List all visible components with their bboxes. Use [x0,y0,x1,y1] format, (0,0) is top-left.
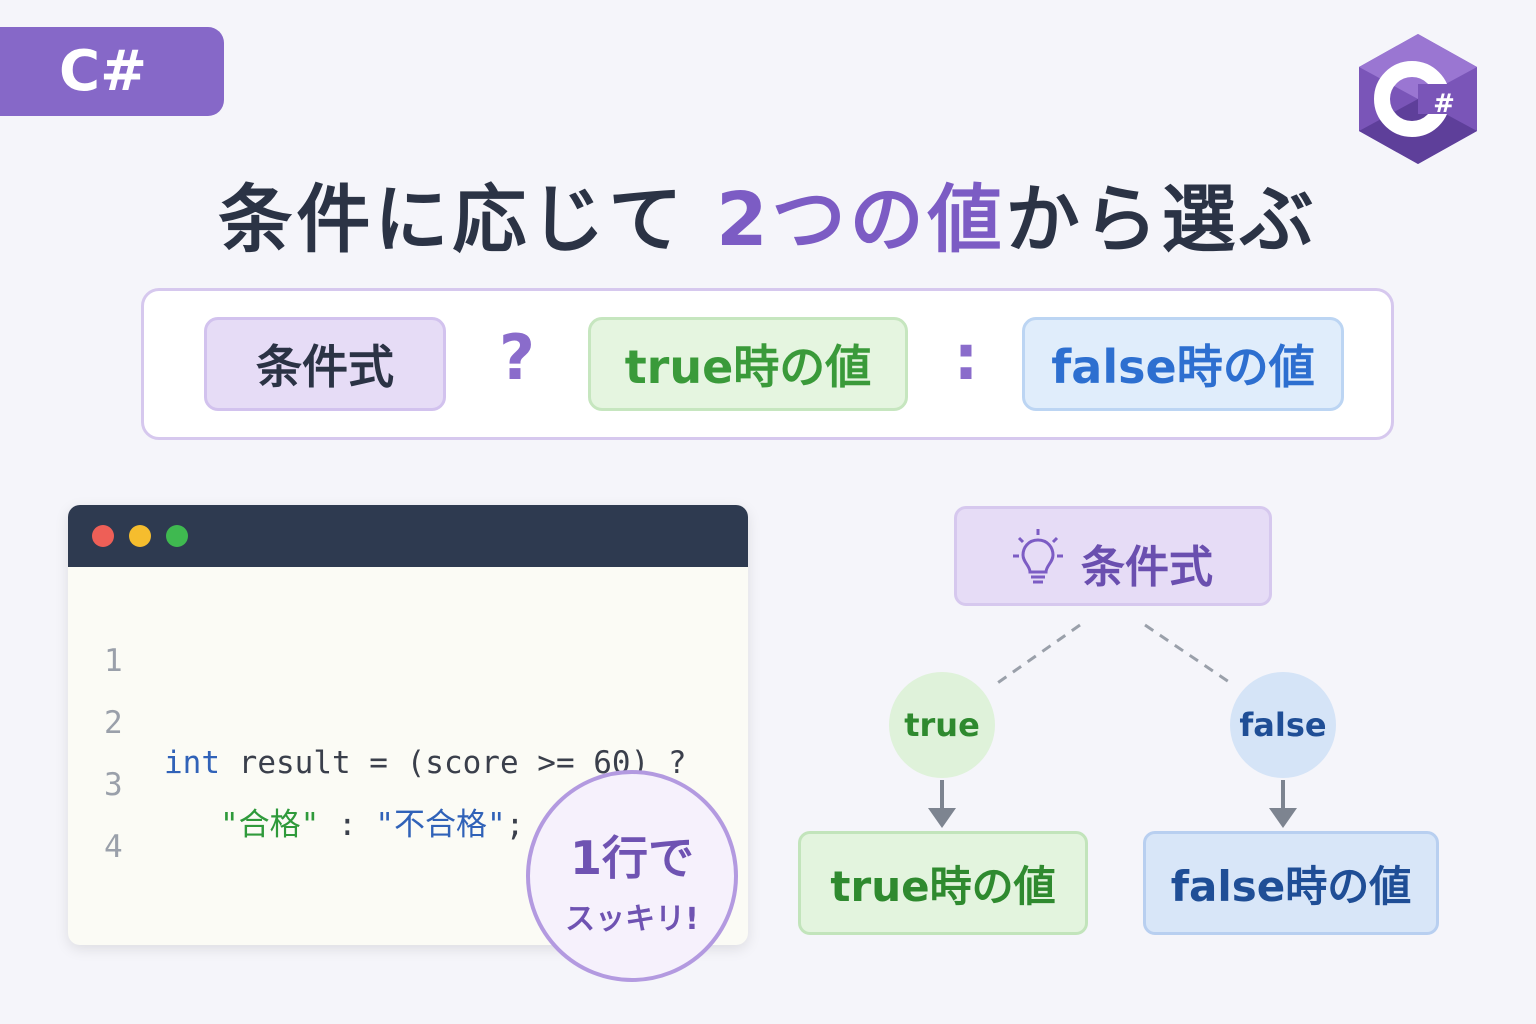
syntax-condition: 条件式 [204,317,446,411]
window-titlebar [68,505,748,567]
syntax-true-value: true時の値 [588,317,908,411]
code-string-fail: "不合格" [375,807,506,843]
code-text: "合格" : "不合格"; [164,805,524,845]
arrow-down-icon [928,808,956,828]
code-line-2: 2 int result = (score >= 60) ? [68,663,687,781]
dashed-connector-true [995,623,1081,686]
badge-line1: 1行で [569,831,694,885]
line-number: 3 [104,767,123,803]
lightbulb-icon [1013,529,1063,584]
minimize-window-dot[interactable] [129,525,151,547]
code-colon: : [319,807,376,843]
svg-text:#: # [1433,89,1455,119]
flow-condition-box: 条件式 [954,506,1272,606]
arrow-down-icon [1269,808,1297,828]
close-window-dot[interactable] [92,525,114,547]
code-keyword: int [164,745,220,781]
code-line-3: 3 "合格" : "不合格"; [68,725,524,843]
false-branch-node: false [1230,672,1336,778]
title-highlight: 2つの値 [716,177,1006,263]
code-rest: result = (score >= 60) ? [220,745,687,781]
code-line-1: 1 [68,601,143,679]
question-operator: ? [499,321,535,394]
line-number: 1 [104,643,123,679]
true-result-box: true時の値 [798,831,1088,935]
maximize-window-dot[interactable] [166,525,188,547]
title-part2: から選ぶ [1005,177,1318,263]
code-text: int result = (score >= 60) ? [164,743,687,783]
flow-condition-label: 条件式 [1081,542,1213,593]
true-branch-node: true [889,672,995,778]
page-title: 条件に応じて 2つの値から選ぶ [0,160,1536,267]
false-result-box: false時の値 [1143,831,1439,935]
syntax-false-value: false時の値 [1022,317,1344,411]
ternary-syntax-panel: 条件式 ? true時の値 : false時の値 [141,288,1394,440]
code-string-pass: "合格" [220,807,320,843]
line-number: 4 [104,829,123,865]
badge-line2: スッキリ! [565,902,699,937]
one-line-badge: 1行で スッキリ! [526,770,738,982]
code-semicolon: ; [505,807,525,843]
colon-operator: : [953,321,979,394]
title-part1: 条件に応じて [218,177,717,263]
code-line-4: 4 [68,787,143,865]
line-number: 2 [104,705,123,741]
language-tag-label: C# [58,39,148,104]
language-tag: C# [0,27,224,116]
dashed-connector-false [1144,623,1233,686]
csharp-logo-icon: # [1359,34,1477,164]
